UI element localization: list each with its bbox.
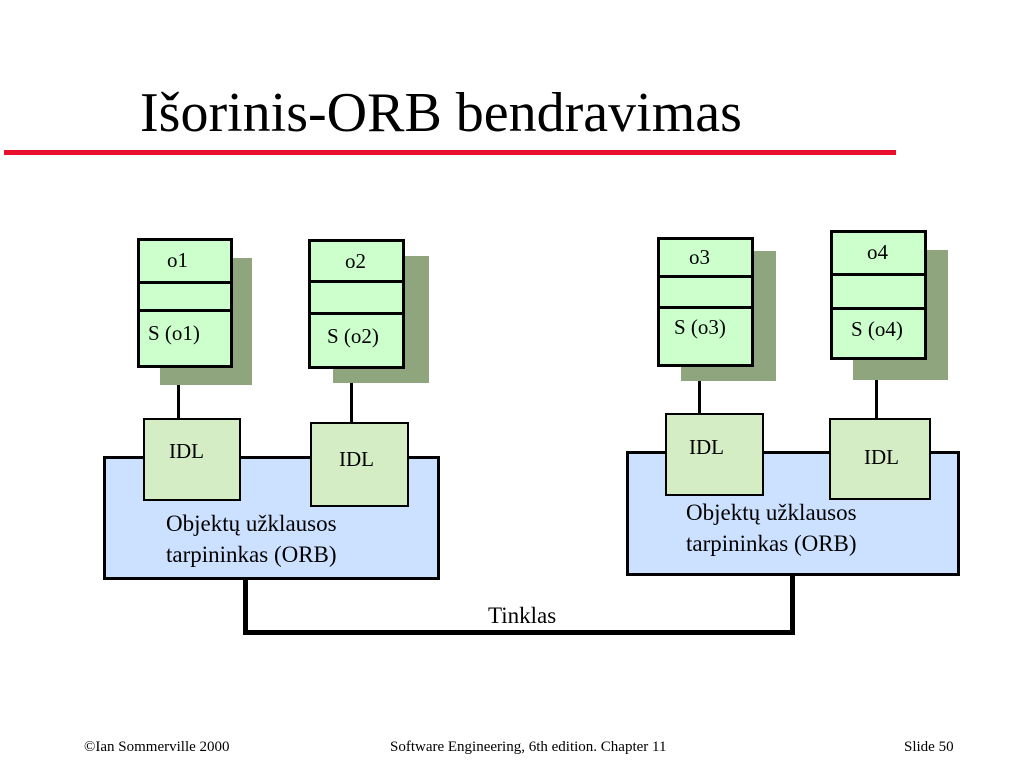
idl-label-2: IDL bbox=[339, 447, 374, 471]
idl-box-2: IDL bbox=[310, 422, 409, 507]
connector-o1 bbox=[177, 364, 180, 420]
object-o2-service: S (o2) bbox=[327, 324, 379, 348]
object-o4: o4 S (o4) bbox=[830, 230, 927, 360]
orb-right-line1: Objektų užklausos bbox=[686, 500, 857, 525]
network-line-bottom bbox=[243, 630, 795, 635]
connector-o4 bbox=[875, 357, 878, 420]
object-o3-name: o3 bbox=[689, 245, 710, 269]
object-o4-name: o4 bbox=[867, 240, 888, 264]
idl-label-4: IDL bbox=[864, 445, 899, 469]
connector-o3 bbox=[698, 364, 701, 416]
orb-right-label: Objektų užklausos tarpininkas (ORB) bbox=[686, 497, 857, 559]
footer-copyright: ©Ian Sommerville 2000 bbox=[84, 739, 230, 755]
footer-book: Software Engineering, 6th edition. Chapt… bbox=[390, 739, 667, 755]
idl-box-4: IDL bbox=[829, 418, 931, 500]
object-o1: o1 S (o1) bbox=[137, 238, 233, 368]
object-o1-divider-bottom bbox=[140, 309, 230, 312]
object-o1-name: o1 bbox=[167, 248, 188, 272]
object-o2-divider-bottom bbox=[311, 312, 402, 315]
object-o2-divider-top bbox=[311, 280, 402, 283]
object-o2: o2 S (o2) bbox=[308, 239, 405, 369]
idl-box-3: IDL bbox=[665, 413, 764, 496]
idl-label-3: IDL bbox=[689, 435, 724, 459]
slide-title: Išorinis-ORB bendravimas bbox=[140, 82, 742, 144]
object-o4-service: S (o4) bbox=[851, 317, 903, 341]
orb-right-line2: tarpininkas (ORB) bbox=[686, 531, 857, 556]
idl-label-1: IDL bbox=[169, 439, 204, 463]
orb-left-line1: Objektų užklausos bbox=[166, 511, 337, 536]
network-line-right bbox=[790, 574, 795, 635]
object-o3-divider-bottom bbox=[660, 306, 751, 309]
object-o3-divider-top bbox=[660, 275, 751, 278]
object-o3-service: S (o3) bbox=[674, 315, 726, 339]
network-label: Tinklas bbox=[488, 603, 557, 628]
idl-box-1: IDL bbox=[143, 418, 241, 501]
network-line-left bbox=[243, 578, 248, 635]
orb-left-line2: tarpininkas (ORB) bbox=[166, 542, 337, 567]
object-o4-divider-bottom bbox=[833, 307, 924, 310]
footer-slide-number: Slide 50 bbox=[904, 739, 954, 755]
object-o1-divider-top bbox=[140, 281, 230, 284]
object-o4-divider-top bbox=[833, 273, 924, 276]
orb-left-label: Objektų užklausos tarpininkas (ORB) bbox=[166, 508, 337, 570]
object-o3: o3 S (o3) bbox=[657, 237, 754, 367]
connector-o2 bbox=[350, 366, 353, 424]
object-o1-service: S (o1) bbox=[148, 321, 200, 345]
object-o2-name: o2 bbox=[345, 249, 366, 273]
title-underline bbox=[4, 150, 896, 155]
